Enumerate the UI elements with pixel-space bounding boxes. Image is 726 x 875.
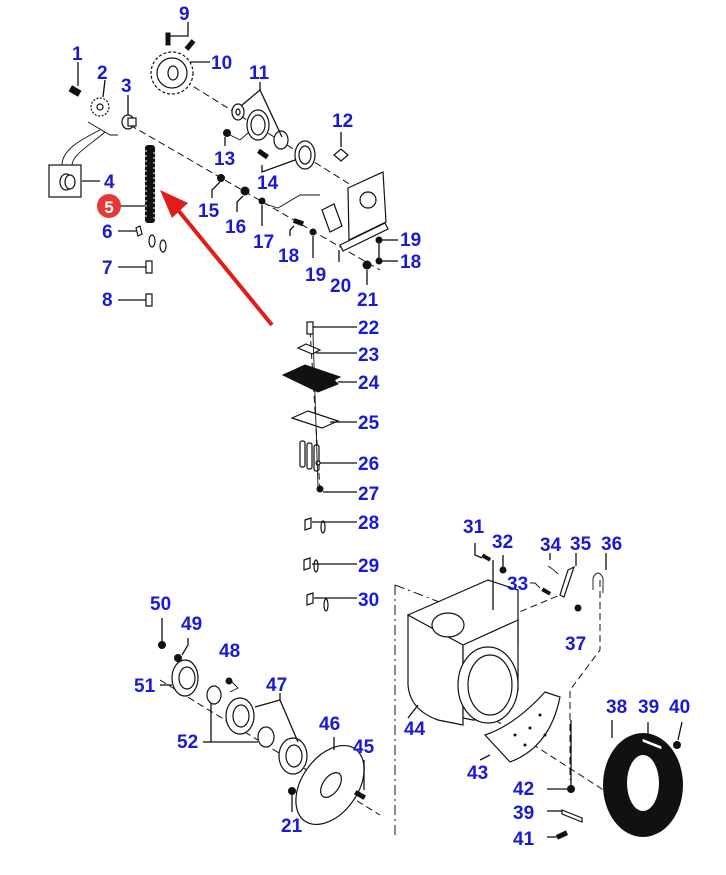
callout-3[interactable]: 3	[121, 76, 132, 97]
callout-19a[interactable]: 19	[305, 265, 326, 286]
highlight-badge[interactable]: 5	[97, 194, 121, 218]
bolts-part-9	[165, 22, 196, 51]
callout-28[interactable]: 28	[358, 513, 379, 534]
callout-39a[interactable]: 39	[638, 697, 659, 718]
callout-39b[interactable]: 39	[513, 803, 534, 824]
hardware-49-50	[158, 618, 189, 662]
callout-40[interactable]: 40	[669, 697, 690, 718]
bearing-parts-47-48-52	[203, 677, 308, 775]
callout-1[interactable]: 1	[72, 44, 83, 65]
callout-52[interactable]: 52	[177, 732, 198, 753]
flange-part-14	[257, 140, 316, 173]
callout-32[interactable]: 32	[492, 532, 513, 553]
callout-33[interactable]: 33	[507, 574, 528, 595]
callout-43[interactable]: 43	[467, 763, 488, 784]
callout-8[interactable]: 8	[102, 290, 113, 311]
callout-34[interactable]: 34	[540, 535, 562, 556]
callout-44[interactable]: 44	[404, 719, 426, 740]
connecting-links-6-8	[118, 225, 167, 307]
disc-part-46	[295, 737, 365, 826]
callout-19b[interactable]: 19	[400, 230, 421, 251]
callout-31[interactable]: 31	[463, 517, 485, 538]
callout-22[interactable]: 22	[358, 318, 379, 339]
roller-chain-part-5	[121, 145, 155, 223]
callout-17[interactable]: 17	[253, 232, 274, 253]
rubber-drum-38	[603, 720, 683, 837]
callout-2[interactable]: 2	[97, 63, 108, 84]
callout-15[interactable]: 15	[198, 201, 220, 222]
callout-41[interactable]: 41	[513, 829, 535, 850]
callout-20[interactable]: 20	[330, 276, 351, 297]
callout-29[interactable]: 29	[358, 556, 379, 577]
callout-7[interactable]: 7	[102, 258, 113, 279]
callout-50[interactable]: 50	[150, 594, 171, 615]
callout-24[interactable]: 24	[358, 373, 380, 394]
badge-label: 5	[104, 198, 113, 217]
callout-37[interactable]: 37	[565, 634, 586, 655]
latch-parts-34-36	[547, 553, 607, 612]
highlight-arrow	[160, 190, 274, 327]
callout-14[interactable]: 14	[257, 173, 279, 194]
bearing-assembly-11	[231, 82, 289, 150]
callout-13[interactable]: 13	[214, 149, 235, 170]
screen-guard-43	[479, 691, 575, 793]
center-lines	[129, 74, 651, 835]
callout-12[interactable]: 12	[332, 111, 353, 132]
key-part-12	[333, 132, 349, 162]
callout-30[interactable]: 30	[358, 590, 379, 611]
callout-18a[interactable]: 18	[278, 246, 299, 267]
callout-18b[interactable]: 18	[400, 252, 421, 273]
callout-21a[interactable]: 21	[357, 290, 379, 311]
callout-42[interactable]: 42	[513, 779, 534, 800]
callout-35[interactable]: 35	[570, 534, 592, 555]
callout-21b[interactable]: 21	[281, 816, 303, 837]
sprocket-part-2	[90, 79, 110, 117]
bushing-detail-4	[48, 129, 106, 198]
hardware-18-19-21	[289, 218, 398, 285]
fan-housing-44	[407, 579, 519, 726]
callout-38[interactable]: 38	[606, 697, 627, 718]
callout-10[interactable]: 10	[211, 53, 232, 74]
bolt-part-45	[353, 760, 367, 800]
callout-36[interactable]: 36	[601, 534, 622, 555]
bolt-part-1	[68, 62, 82, 97]
strips-39-41	[547, 721, 683, 840]
callout-11[interactable]: 11	[249, 63, 270, 84]
callout-48[interactable]: 48	[219, 641, 240, 662]
callout-9[interactable]: 9	[179, 4, 190, 25]
bracket-part-20	[321, 171, 389, 262]
center-stack	[281, 321, 357, 612]
bolts-31-33	[474, 543, 552, 610]
nut-part-13	[223, 129, 249, 146]
hardware-15-17	[211, 174, 320, 226]
callout-27[interactable]: 27	[358, 484, 379, 505]
callout-23[interactable]: 23	[358, 345, 379, 366]
sprocket-part-10	[150, 51, 210, 95]
callout-25[interactable]: 25	[358, 413, 380, 434]
callout-49[interactable]: 49	[181, 614, 202, 635]
callout-51[interactable]: 51	[134, 676, 156, 697]
nut-part-21b	[288, 787, 296, 812]
callout-labels: 1 2 3 4 6 7 8 9 10 11 12 13 14 15 16 17 …	[72, 4, 690, 850]
callout-47[interactable]: 47	[266, 675, 287, 696]
callout-6[interactable]: 6	[102, 222, 113, 243]
hub-part-3	[87, 95, 137, 136]
flange-part-51	[160, 659, 199, 697]
callout-26[interactable]: 26	[358, 454, 379, 475]
callout-4[interactable]: 4	[104, 172, 115, 193]
callout-45[interactable]: 45	[353, 737, 375, 758]
callout-46[interactable]: 46	[319, 714, 340, 735]
callout-16[interactable]: 16	[225, 217, 246, 238]
